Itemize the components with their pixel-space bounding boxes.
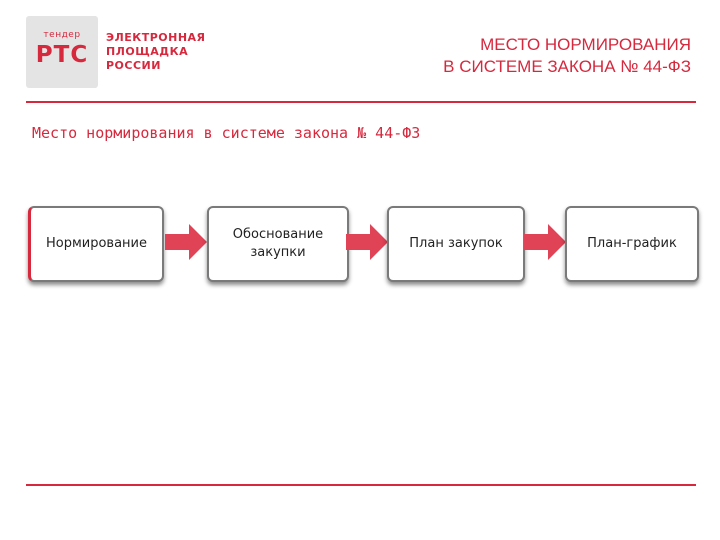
logo-caption-line: ПЛОЩАДКА — [106, 45, 189, 58]
logo-caption: ЭЛЕКТРОННАЯ ПЛОЩАДКА РОССИИ — [106, 31, 206, 73]
step-box-obosnovanie: Обоснование закупки — [207, 206, 349, 282]
step-label: Обоснование — [232, 227, 324, 242]
logo-badge: тендер РТС — [26, 16, 98, 88]
logo-caption-line: РОССИИ — [106, 59, 161, 72]
logo-main-text: РТС — [35, 42, 89, 68]
step-box-plan-grafik: План-график — [565, 206, 699, 282]
logo-small-text: тендер — [43, 30, 81, 40]
page-title: МЕСТО НОРМИРОВАНИЯ В СИСТЕМЕ ЗАКОНА № 44… — [443, 34, 691, 78]
footer-divider — [26, 484, 696, 486]
step-box-plan-zakupok: План закупок — [387, 206, 525, 282]
page-title-line: В СИСТЕМЕ ЗАКОНА № 44-ФЗ — [443, 57, 691, 76]
right-arrow-icon — [524, 224, 566, 260]
slide-subtitle: Место нормирования в системе закона № 44… — [32, 124, 421, 142]
logo-caption-line: ЭЛЕКТРОННАЯ — [106, 31, 206, 44]
step-label: План-график — [587, 236, 677, 251]
step-label: закупки — [250, 245, 306, 260]
step-box-normirovanie: Нормирование — [28, 206, 164, 282]
right-arrow-icon — [346, 224, 388, 260]
right-arrow-icon — [165, 224, 207, 260]
page-title-line: МЕСТО НОРМИРОВАНИЯ — [480, 35, 691, 54]
header-divider — [26, 101, 696, 103]
step-label: План закупок — [409, 236, 503, 251]
step-label: Нормирование — [45, 236, 148, 251]
